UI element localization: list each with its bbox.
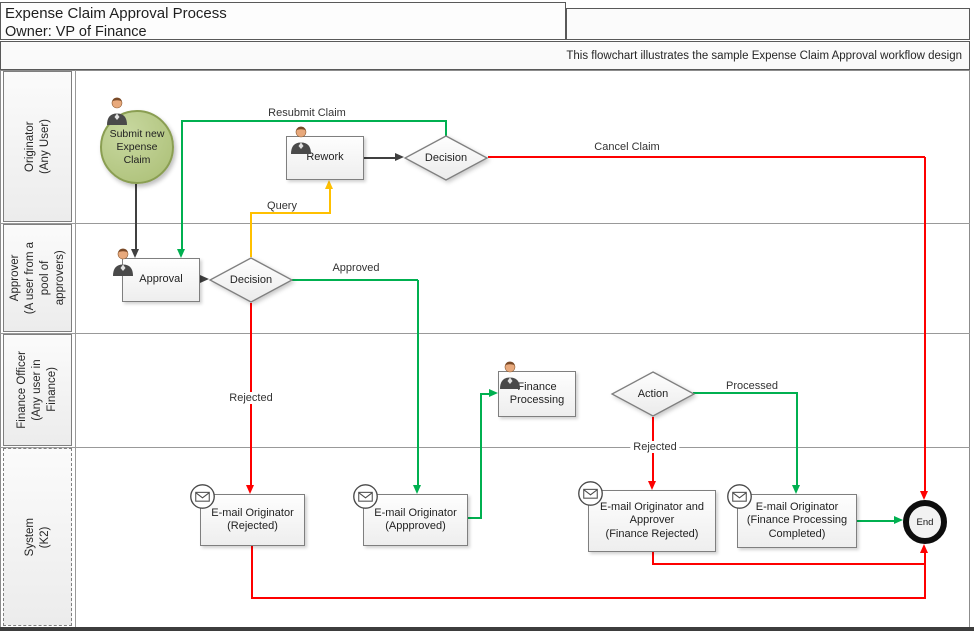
envelope-icon [578, 481, 603, 506]
lane-label-column-divider [75, 70, 76, 628]
edge-label-rejected-finance: Rejected [630, 441, 680, 453]
gateway-decision-originator: Decision [403, 134, 489, 182]
arrowhead-rejected-approver [246, 485, 254, 494]
connector-completed-end [857, 520, 895, 522]
task-email-rejected-label: E-mail Originator (Rejected) [211, 506, 294, 533]
connector-approved-finance-seg3 [481, 393, 491, 395]
envelope-icon [727, 484, 752, 509]
arrowhead-processed [792, 485, 800, 494]
task-email-rejected: E-mail Originator (Rejected) [200, 494, 305, 546]
connector-approved-finance-seg2 [480, 393, 482, 519]
title-block: Expense Claim Approval Process Owner: VP… [0, 2, 566, 40]
task-email-approved-label: E-mail Originator (Appproved) [374, 506, 457, 533]
task-email-finance-rejected: E-mail Originator and Approver (Finance … [588, 490, 716, 552]
person-icon [113, 248, 133, 276]
envelope-icon [190, 484, 215, 509]
connector-finrejected-loop-seg2 [652, 563, 926, 565]
task-email-finance-completed: E-mail Originator (Finance Processing Co… [737, 494, 857, 548]
gateway-decision-approver: Decision [208, 256, 294, 304]
connector-submit-approval [135, 184, 137, 250]
arrowhead-rework-decision [395, 153, 404, 161]
connector-query-seg3 [329, 189, 331, 213]
connector-approved-finance-seg1 [468, 517, 482, 519]
connector-cancel-seg2 [924, 157, 926, 491]
task-email-approved: E-mail Originator (Appproved) [363, 494, 468, 546]
connector-resubmit-seg1 [445, 121, 447, 136]
connector-processed-seg2 [796, 393, 798, 486]
diamond-shape [208, 257, 294, 303]
connector-approved-seg1 [292, 279, 418, 281]
person-icon [291, 126, 311, 154]
task-email-finance-rejected-label: E-mail Originator and Approver (Finance … [600, 500, 704, 540]
arrowhead-approved-finance [489, 389, 498, 397]
connector-finrejected-loop-seg1 [652, 552, 654, 565]
arrowhead-cancel-end [920, 491, 928, 500]
arrowhead-submit-approval [131, 249, 139, 258]
person-icon [500, 361, 520, 389]
connector-query-seg1 [250, 214, 252, 257]
diagram-title: Expense Claim Approval Process [5, 5, 227, 22]
lane-divider-1 [0, 223, 970, 224]
arrowhead-query-rework [325, 180, 333, 189]
description-bar: This flowchart illustrates the sample Ex… [0, 41, 970, 70]
swimlane-frame [0, 70, 970, 628]
arrowhead-completed-end [894, 516, 903, 524]
edge-label-query: Query [264, 200, 300, 212]
person-icon [107, 97, 127, 125]
connector-cancel-seg1 [488, 156, 925, 158]
lane-divider-2 [0, 333, 970, 334]
gateway-action: Action [610, 370, 696, 418]
connector-rework-decision [364, 157, 396, 159]
task-finance-processing-label: Finance Processing [509, 380, 565, 407]
connector-resubmit-seg3 [181, 121, 183, 249]
envelope-icon [353, 484, 378, 509]
task-approval-label: Approval [139, 273, 183, 286]
edge-label-cancel-claim: Cancel Claim [591, 141, 663, 153]
connector-processed-seg1 [693, 392, 798, 394]
connector-end-bottom-riser [924, 553, 926, 599]
header-empty-box [566, 8, 970, 40]
frame-bottom-bar [0, 627, 974, 631]
arrowhead-resubmit [177, 249, 185, 258]
lane-finance-officer: Finance Officer (Any user in Finance) [3, 334, 72, 446]
arrowhead-approved [413, 485, 421, 494]
gateway-decision-originator-label: Decision [424, 152, 468, 164]
arrowhead-loop-end [920, 544, 928, 553]
edge-label-rejected-approver: Rejected [226, 392, 276, 404]
task-approval: Approval [122, 258, 200, 302]
diagram-owner: Owner: VP of Finance [5, 24, 147, 40]
edge-label-resubmit-claim: Resubmit Claim [265, 107, 349, 119]
diamond-shape [610, 371, 696, 417]
gateway-decision-approver-label: Decision [229, 274, 273, 286]
connector-rejected-loop-seg1 [251, 546, 253, 599]
edge-label-processed: Processed [723, 380, 781, 392]
lane-originator: Originator (Any User) [3, 71, 72, 222]
lane-originator-label: Originator (Any User) [23, 119, 51, 174]
gateway-action-label: Action [637, 388, 669, 400]
end-node-label: End [916, 516, 934, 528]
lane-approver: Approver (A user from a pool of approver… [3, 224, 72, 332]
task-rework-label: Rework [306, 151, 344, 164]
lane-system: System (K2) [3, 448, 72, 626]
start-node-label: Submit new Expense Claim [109, 127, 165, 166]
task-email-finance-completed-label: E-mail Originator (Finance Processing Co… [746, 500, 848, 540]
arrowhead-approval-decision [200, 275, 209, 283]
arrowhead-rejected-finance [648, 481, 656, 490]
lane-approver-label: Approver (A user from a pool of approver… [8, 241, 66, 315]
description-text: This flowchart illustrates the sample Ex… [566, 49, 962, 62]
edge-label-approved: Approved [329, 262, 383, 274]
connector-query-seg2 [250, 212, 331, 214]
end-node: End [903, 500, 947, 544]
connector-rejected-loop-seg2 [251, 597, 926, 599]
diamond-shape [403, 135, 489, 181]
lane-system-label: System (K2) [23, 517, 51, 557]
lane-finance-officer-label: Finance Officer (Any user in Finance) [16, 351, 58, 429]
lane-divider-3 [0, 447, 970, 448]
connector-resubmit-seg2 [181, 120, 447, 122]
connector-approved-seg2 [417, 280, 419, 486]
